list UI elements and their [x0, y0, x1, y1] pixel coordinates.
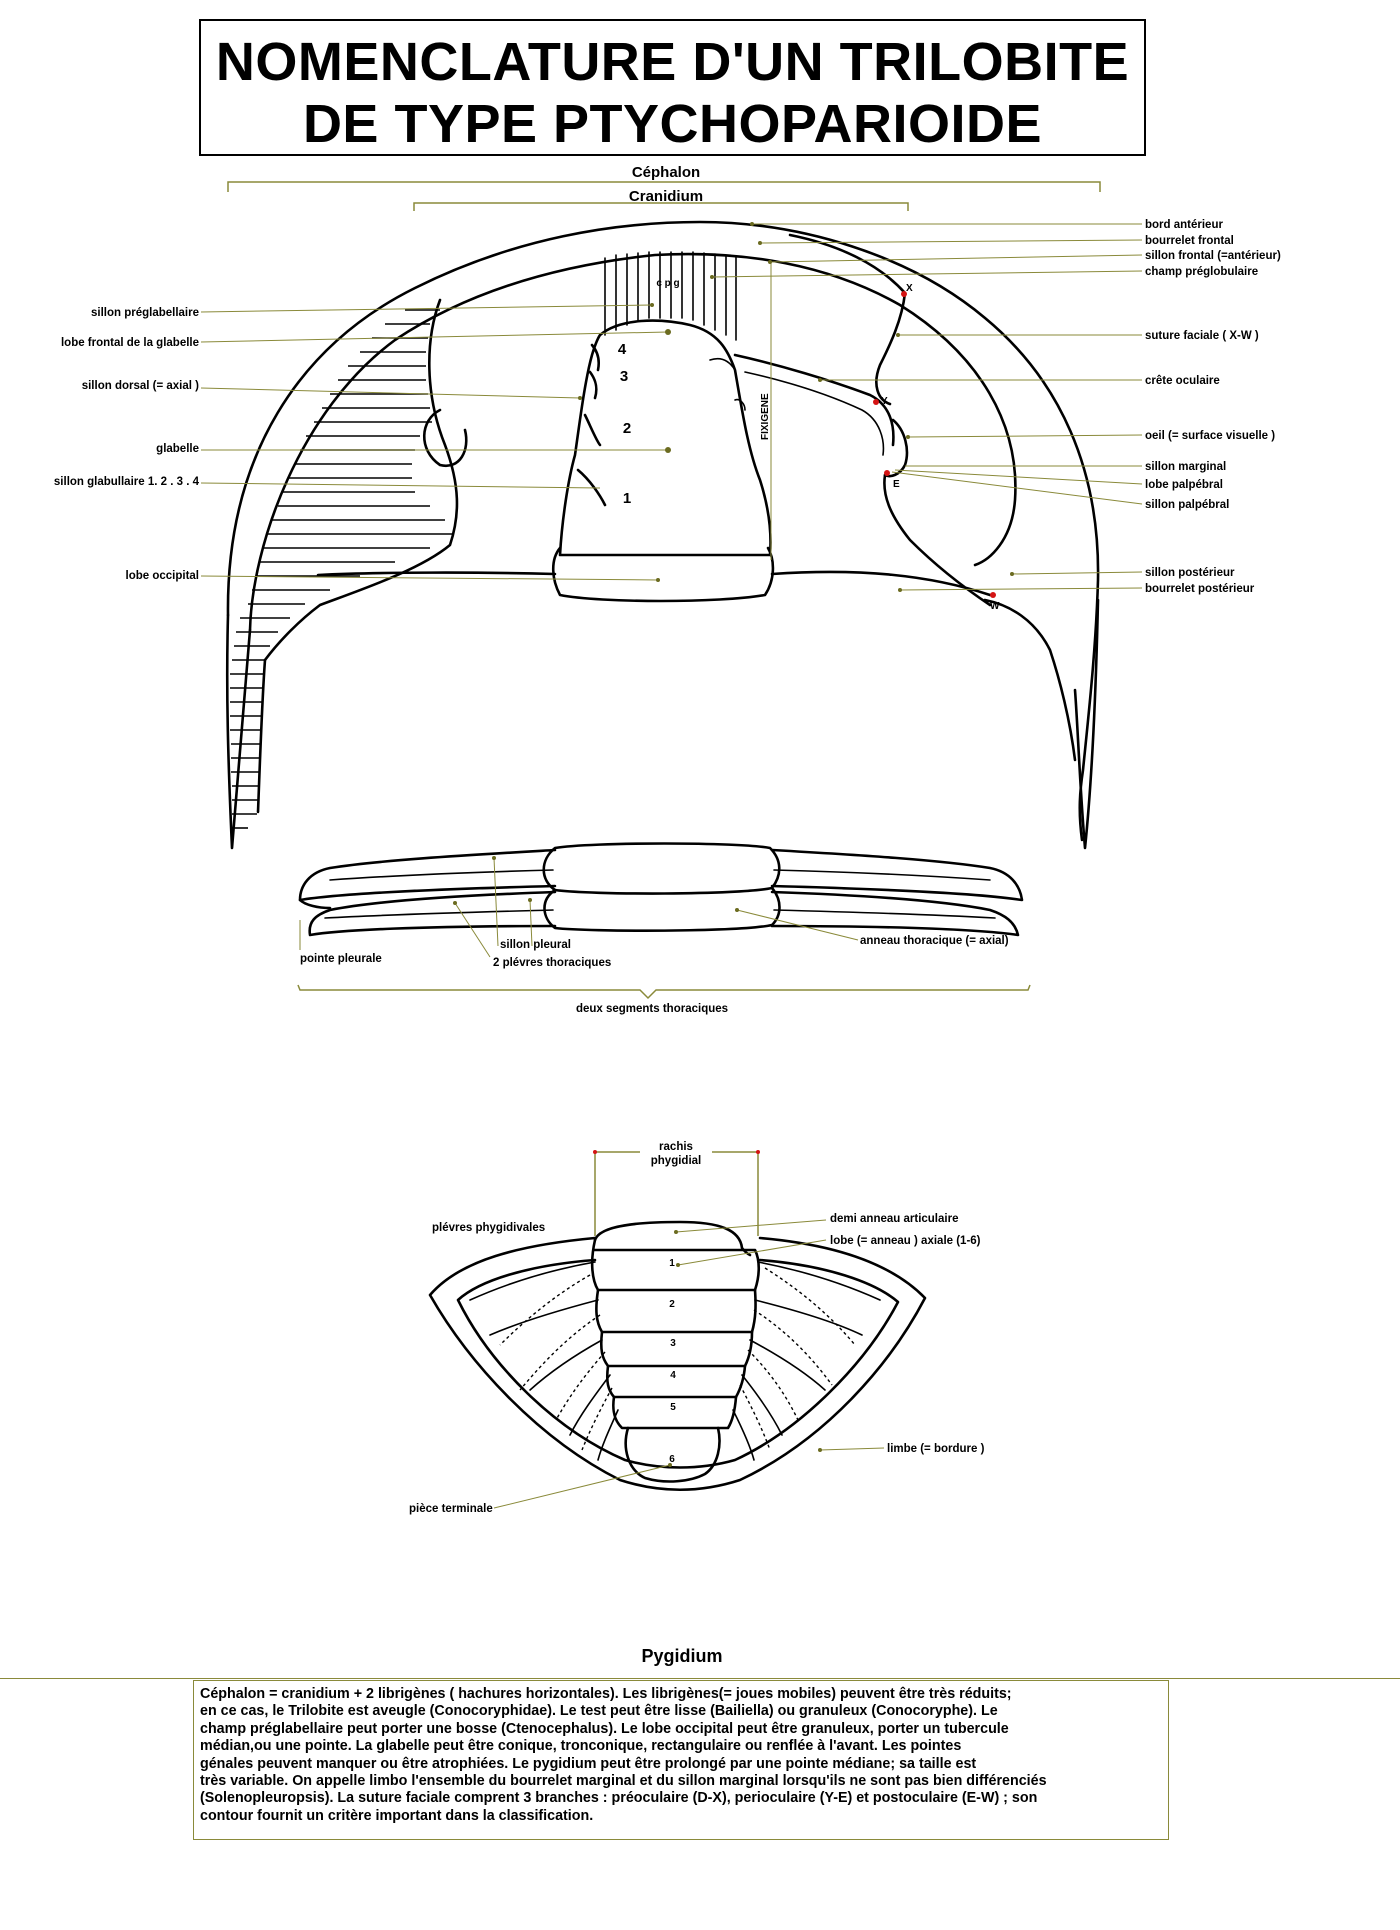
suture-label-w: W [990, 601, 1000, 612]
cephalon-bracket [227, 181, 1101, 192]
label-lobe-occipital: lobe occipital [126, 570, 200, 582]
label-rachis-1: rachis [659, 1141, 693, 1153]
posterior-border-left [316, 571, 557, 577]
pygidium-numbers: 1 2 3 4 5 6 [669, 1258, 676, 1465]
right-eye-lobe [883, 418, 909, 478]
label-limbe: limbe (= bordure ) [887, 1443, 985, 1455]
label-sillon-preglabellaire: sillon préglabellaire [91, 307, 199, 319]
suture-label-x: X [906, 283, 913, 294]
note-line: très variable. On appelle limbo l'ensemb… [200, 1773, 1047, 1790]
glabella-left-edge-furrow [576, 343, 607, 507]
label-bourrelet-frontal: bourrelet frontal [1145, 235, 1234, 247]
pygidium-ring-2: 2 [669, 1299, 675, 1310]
thorax-labels: pointe pleurale sillon pleural 2 plévres… [297, 856, 1031, 1015]
left-labels: sillon préglabellaire lobe frontal de la… [54, 303, 671, 582]
label-deux-segments: deux segments thoraciques [576, 1003, 728, 1015]
cephalon-outer-border [226, 220, 1100, 842]
suture-point-e [884, 470, 890, 476]
suture-label-y: Y [881, 396, 888, 407]
title-line-1: NOMENCLATURE D'UN TRILOBITE [215, 32, 1130, 92]
glabella-right-furrows [709, 357, 746, 411]
note-line: génales peuvent manquer ou être atrophié… [200, 1755, 977, 1772]
preglabellar-field-lines [604, 251, 737, 341]
label-plevres-phygidivales: plévres phygidivales [432, 1222, 545, 1234]
ocular-ridge-inner [744, 371, 885, 456]
separator-line [0, 1678, 1400, 1679]
label-bourrelet-posterieur: bourrelet postérieur [1145, 583, 1255, 595]
label-lobe-frontal: lobe frontal de la glabelle [61, 337, 199, 349]
label-sillon-marginal: sillon marginal [1145, 461, 1226, 473]
glabellar-furrow-3: 3 [620, 368, 628, 385]
note-line: en ce cas, le Trilobite est aveugle (Con… [200, 1703, 998, 1720]
label-sillon-pleural: sillon pleural [500, 939, 571, 951]
pygidium-ring-1: 1 [669, 1258, 675, 1269]
cranidium-inner-right [788, 233, 907, 295]
label-sillon-posterieur: sillon postérieur [1145, 567, 1235, 579]
title-line-2: DE TYPE PTYCHOPARIOIDE [302, 94, 1043, 154]
label-sillon-dorsal: sillon dorsal (= axial ) [82, 380, 199, 392]
note-line: (Solenopleuropsis). La suture faciale co… [200, 1790, 1038, 1807]
cpg-label: c p g [656, 278, 679, 289]
label-champ-preglobulaire: champ préglobulaire [1145, 266, 1258, 278]
thorax [298, 842, 1024, 937]
label-pointe-pleurale: pointe pleurale [300, 953, 382, 965]
note-line: Céphalon = cranidium + 2 librigènes ( ha… [200, 1686, 1012, 1702]
ocular-ridge [733, 353, 895, 447]
librigene-hatching [230, 298, 459, 829]
right-genal-spine [1073, 598, 1100, 850]
glabellar-furrow-4: 4 [618, 341, 627, 358]
fixigene-label: FIXIGENE [760, 393, 771, 440]
glabellar-furrow-1: 1 [623, 490, 631, 507]
label-crete-oculaire: crête oculaire [1145, 375, 1220, 387]
inner-border [248, 252, 1017, 632]
pygidium-caption: Pygidium [641, 1646, 722, 1666]
label-suture-faciale: suture faciale ( X-W ) [1145, 330, 1259, 342]
right-labels: bord antérieur bourrelet frontal sillon … [710, 219, 1281, 595]
cranidium-bracket [413, 202, 909, 211]
left-genal-spine [225, 613, 252, 850]
note-line: médian,ou une pointe. La glabelle peut ê… [200, 1738, 962, 1755]
suture-point-w [990, 592, 996, 598]
label-oeil: oeil (= surface visuelle ) [1145, 430, 1275, 442]
pygidium-ring-5: 5 [670, 1402, 676, 1413]
pygidium [428, 1220, 927, 1492]
suture-point-x [901, 291, 907, 297]
pygidium-labels: rachis phygidial plévres phygidivales de… [409, 1141, 985, 1666]
label-sillon-glabullaire: sillon glabullaire 1. 2 . 3 . 4 [54, 476, 200, 488]
label-lobe-palpebral: lobe palpébral [1145, 479, 1223, 491]
suture-label-e: E [893, 479, 900, 490]
occipital-lobe [551, 546, 775, 603]
title-box: NOMENCLATURE D'UN TRILOBITE DE TYPE PTYC… [199, 19, 1146, 156]
note-line: champ préglabellaire peut porter une bos… [200, 1720, 1009, 1737]
glabellar-furrow-2: 2 [623, 420, 631, 437]
cephalon-label: Céphalon [632, 164, 700, 181]
label-sillon-palpebral: sillon palpébral [1145, 499, 1229, 511]
glabella [558, 319, 772, 557]
posterior-margin-right [983, 598, 1077, 762]
note-line: contour fournit un critère important dan… [200, 1807, 594, 1824]
label-plevres-thoraciques: 2 plévres thoraciques [493, 957, 611, 969]
suture-point-y [873, 399, 879, 405]
label-lobe-axiale: lobe (= anneau ) axiale (1-6) [830, 1235, 981, 1247]
posterior-border-right [770, 570, 992, 597]
label-piece-terminale: pièce terminale [409, 1503, 493, 1515]
label-rachis-2: phygidial [651, 1155, 701, 1167]
label-anneau-thoracique: anneau thoracique (= axial) [860, 935, 1009, 947]
label-sillon-frontal: sillon frontal (=antérieur) [1145, 250, 1281, 262]
label-demi-anneau: demi anneau articulaire [830, 1213, 958, 1225]
thorax-bracket [297, 984, 1031, 1000]
explanation-box: Céphalon = cranidium + 2 librigènes ( ha… [193, 1680, 1169, 1840]
label-bord-anterieur: bord antérieur [1145, 219, 1223, 231]
label-glabelle: glabelle [156, 443, 199, 455]
pygidium-ring-3: 3 [670, 1338, 676, 1349]
pygidium-ring-6: 6 [669, 1454, 675, 1465]
pygidium-ring-4: 4 [670, 1370, 676, 1381]
left-eye-lobe [423, 408, 468, 468]
facial-suture [875, 291, 992, 607]
cranidium-label: Cranidium [629, 188, 703, 205]
